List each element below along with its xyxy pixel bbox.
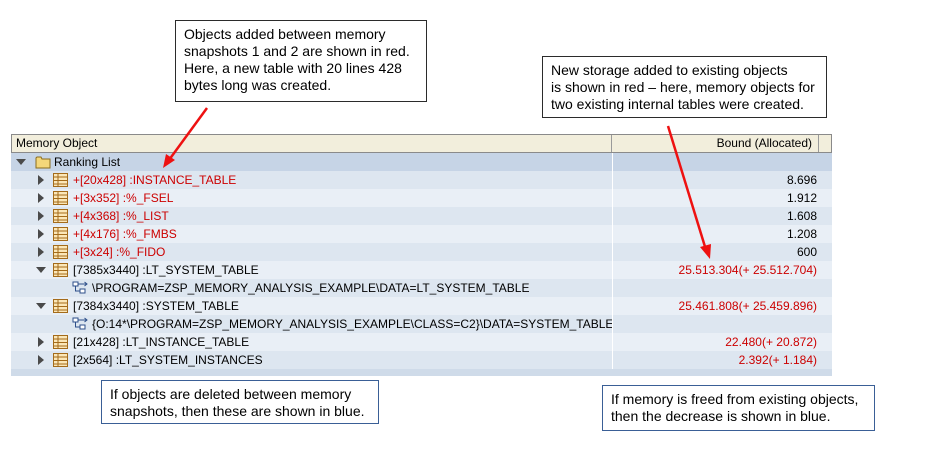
tree-row[interactable]: [2x564] :LT_SYSTEM_INSTANCES 2.392(+ 1.1… [11, 351, 832, 369]
bound-value: 600 [796, 245, 817, 259]
callout-added-objects: Objects added between memory snapshots 1… [175, 20, 427, 102]
tree-node-label: \PROGRAM=ZSP_MEMORY_ANALYSIS_EXAMPLE\DAT… [92, 281, 530, 295]
bound-value: 8.696 [786, 173, 817, 187]
tree-row[interactable]: +[3x352] :%_FSEL 1.912 [11, 189, 832, 207]
bound-value: 1.208 [786, 227, 817, 241]
tree-node-label: [2x564] :LT_SYSTEM_INSTANCES [73, 353, 263, 367]
tree-node-label: +[4x176] :%_FMBS [73, 227, 177, 241]
tree-node-label: [7385x3440] :LT_SYSTEM_TABLE [73, 263, 259, 277]
tree-row[interactable]: +[3x24] :%_FIDO 600 [11, 243, 832, 261]
tree-node-label: +[3x24] :%_FIDO [73, 245, 166, 259]
tree-row[interactable]: +[4x368] :%_LIST 1.608 [11, 207, 832, 225]
column-header-bound-allocated[interactable]: Bound (Allocated) [612, 135, 819, 152]
table-icon [53, 191, 68, 205]
bound-value: 22.480(+ 20.872) [725, 335, 817, 349]
grid-header: Memory Object Bound (Allocated) [11, 134, 832, 153]
callout-memory-freed: If memory is freed from existing objects… [602, 385, 875, 431]
callout-deleted-objects: If objects are deleted between memory sn… [101, 380, 379, 424]
folder-icon [35, 156, 51, 169]
table-icon [53, 335, 68, 349]
table-icon [53, 245, 68, 259]
collapse-icon[interactable] [36, 303, 46, 309]
table-icon [53, 353, 68, 367]
expand-icon[interactable] [38, 337, 44, 347]
memory-object-grid: Memory Object Bound (Allocated) Ranking … [11, 134, 832, 376]
tree-row[interactable]: [21x428] :LT_INSTANCE_TABLE 22.480(+ 20.… [11, 333, 832, 351]
bound-value: 25.461.808(+ 25.459.896) [678, 299, 817, 313]
table-icon [53, 173, 68, 187]
bound-value: 1.608 [786, 209, 817, 223]
expand-icon[interactable] [38, 229, 44, 239]
reference-icon [72, 281, 88, 294]
bound-value: 2.392(+ 1.184) [738, 353, 817, 367]
table-icon [53, 299, 68, 313]
table-icon [53, 227, 68, 241]
expand-icon[interactable] [38, 175, 44, 185]
column-header-memory-object[interactable]: Memory Object [12, 135, 612, 152]
tree-row[interactable]: \PROGRAM=ZSP_MEMORY_ANALYSIS_EXAMPLE\DAT… [11, 279, 832, 297]
expand-icon[interactable] [38, 355, 44, 365]
bound-value: 1.912 [786, 191, 817, 205]
bound-value: 25.513.304(+ 25.512.704) [678, 263, 817, 277]
collapse-icon[interactable] [36, 267, 46, 273]
tree-row[interactable]: [7385x3440] :LT_SYSTEM_TABLE 25.513.304(… [11, 261, 832, 279]
tree-row[interactable]: +[4x176] :%_FMBS 1.208 [11, 225, 832, 243]
expand-icon[interactable] [38, 193, 44, 203]
collapse-icon[interactable] [16, 159, 26, 165]
tree-node-label: +[3x352] :%_FSEL [73, 191, 174, 205]
tree-node-label: Ranking List [54, 155, 121, 169]
bound-value [613, 279, 817, 297]
table-icon [53, 209, 68, 223]
tree-node-label: [21x428] :LT_INSTANCE_TABLE [73, 335, 250, 349]
reference-icon [72, 317, 88, 330]
tree-node-label: [7384x3440] :SYSTEM_TABLE [73, 299, 239, 313]
tree-row[interactable]: [7384x3440] :SYSTEM_TABLE 25.461.808(+ 2… [11, 297, 832, 315]
expand-icon[interactable] [38, 247, 44, 257]
expand-icon[interactable] [38, 211, 44, 221]
tree-node-label: +[4x368] :%_LIST [73, 209, 169, 223]
tree-node-label: +[20x428] :INSTANCE_TABLE [73, 173, 237, 187]
callout-new-storage: New storage added to existing objects is… [542, 56, 827, 118]
tree-row[interactable]: {O:14*\PROGRAM=ZSP_MEMORY_ANALYSIS_EXAMP… [11, 315, 832, 333]
table-icon [53, 263, 68, 277]
tree-row[interactable]: +[20x428] :INSTANCE_TABLE 8.696 [11, 171, 832, 189]
bound-value [613, 315, 817, 333]
tree-node-label: {O:14*\PROGRAM=ZSP_MEMORY_ANALYSIS_EXAMP… [92, 317, 614, 331]
tree-root-ranking-list[interactable]: Ranking List [11, 153, 832, 171]
